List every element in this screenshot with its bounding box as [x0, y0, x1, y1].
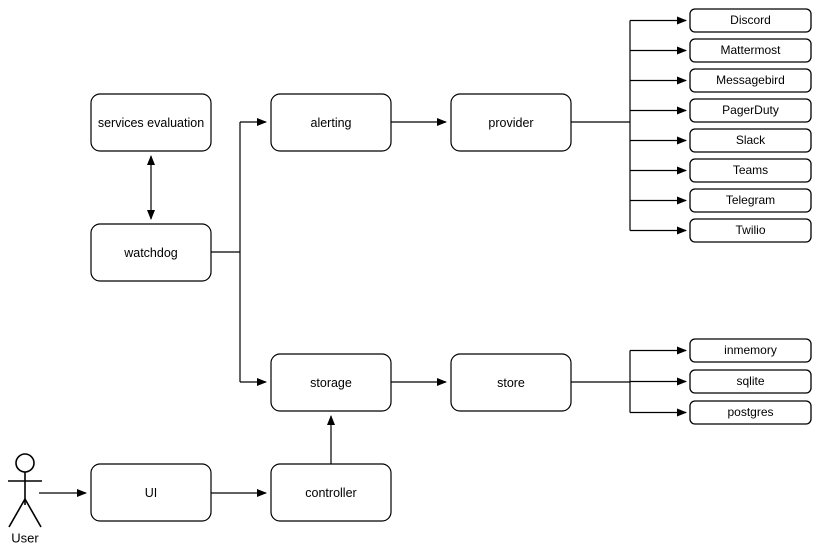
store-item-box[interactable] — [689, 369, 812, 394]
provider-item[interactable]: Messagebird — [689, 68, 812, 93]
edge-layer — [39, 118, 630, 497]
store-fanout-edges — [629, 346, 687, 417]
provider-fanout-edges — [629, 16, 687, 235]
provider-item-box[interactable] — [689, 38, 812, 63]
store-item[interactable]: sqlite — [689, 369, 812, 394]
node-storage[interactable]: storage — [270, 353, 392, 412]
provider-item-box[interactable] — [689, 188, 812, 213]
provider-item[interactable]: Mattermost — [689, 38, 812, 63]
node-store-label: store — [497, 376, 525, 390]
actor-user[interactable]: User — [8, 453, 42, 545]
node-controller[interactable]: controller — [270, 463, 392, 522]
node-provider-box[interactable] — [450, 93, 572, 152]
provider-item-label: PagerDuty — [722, 103, 779, 117]
store-item-label: postgres — [727, 405, 773, 419]
node-provider-label: provider — [488, 116, 533, 130]
node-controller-label: controller — [305, 486, 356, 500]
provider-item-label: Messagebird — [716, 73, 785, 87]
node-ui[interactable]: UI — [90, 463, 212, 522]
provider-item-label: Telegram — [726, 193, 775, 207]
store-item-label: sqlite — [736, 374, 764, 388]
node-ui-label: UI — [145, 486, 158, 500]
node-controller-box[interactable] — [270, 463, 392, 522]
actor-leg-right-line — [24, 498, 42, 528]
node-alerting-box[interactable] — [270, 93, 392, 152]
provider-item-label: Discord — [730, 13, 771, 27]
node-services-evaluation-label: services evaluation — [98, 116, 204, 130]
node-alerting[interactable]: alerting — [270, 93, 392, 152]
provider-item[interactable]: Slack — [689, 128, 812, 153]
actor-leg-left-line — [8, 498, 26, 528]
provider-item[interactable]: Telegram — [689, 188, 812, 213]
node-store-box[interactable] — [450, 353, 572, 412]
store-item-box[interactable] — [689, 338, 812, 363]
node-watchdog-label: watchdog — [123, 246, 178, 260]
store-list: inmemory sqlite postgres — [689, 338, 812, 425]
node-services-evaluation-box[interactable] — [90, 93, 212, 152]
provider-item-box[interactable] — [689, 98, 812, 123]
actor-user-label: User — [11, 530, 39, 545]
node-storage-box[interactable] — [270, 353, 392, 412]
provider-item-box[interactable] — [689, 128, 812, 153]
provider-item-label: Slack — [736, 133, 766, 147]
store-item-box[interactable] — [689, 400, 812, 425]
node-provider[interactable]: provider — [450, 93, 572, 152]
node-ui-box[interactable] — [90, 463, 212, 522]
node-watchdog-box[interactable] — [90, 223, 212, 282]
node-watchdog[interactable]: watchdog — [90, 223, 212, 282]
store-item[interactable]: inmemory — [689, 338, 812, 363]
provider-item-box[interactable] — [689, 68, 812, 93]
provider-item-box[interactable] — [689, 158, 812, 183]
provider-item[interactable]: Teams — [689, 158, 812, 183]
provider-item-box[interactable] — [689, 8, 812, 33]
provider-item-label: Twilio — [735, 223, 765, 237]
store-item-label: inmemory — [724, 343, 777, 357]
node-store[interactable]: store — [450, 353, 572, 412]
provider-item[interactable]: Twilio — [689, 218, 812, 243]
node-services-evaluation[interactable]: services evaluation — [90, 93, 212, 152]
actor-head-icon — [15, 453, 35, 473]
provider-item-label: Teams — [733, 163, 768, 177]
provider-list: DiscordMattermostMessagebirdPagerDutySla… — [689, 8, 812, 243]
provider-item-label: Mattermost — [720, 43, 781, 57]
provider-item[interactable]: PagerDuty — [689, 98, 812, 123]
node-storage-label: storage — [310, 376, 352, 390]
provider-item[interactable]: Discord — [689, 8, 812, 33]
store-item[interactable]: postgres — [689, 400, 812, 425]
node-alerting-label: alerting — [311, 116, 352, 130]
provider-item-box[interactable] — [689, 218, 812, 243]
